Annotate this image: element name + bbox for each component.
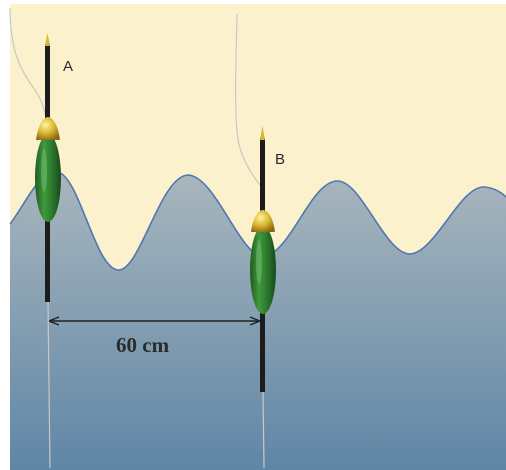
fishing-line-b-lower — [262, 391, 265, 469]
float-b-cap — [251, 210, 275, 232]
distance-label: 60 cm — [116, 333, 170, 357]
float-a-label: A — [63, 58, 73, 75]
float-a-highlight — [41, 148, 47, 192]
float-b-tip — [260, 126, 265, 140]
float-a — [35, 33, 61, 302]
float-a-body — [35, 134, 61, 222]
float-a-cap — [36, 117, 60, 140]
float-b-highlight — [256, 240, 262, 284]
float-b — [250, 126, 276, 392]
fishing-line-a-upper — [9, 7, 47, 119]
fishing-line-a-lower — [47, 301, 51, 469]
float-b-label: B — [275, 151, 285, 168]
float-b-body — [250, 226, 276, 314]
float-a-tip — [45, 33, 50, 46]
fishing-line-b-upper — [235, 13, 261, 186]
